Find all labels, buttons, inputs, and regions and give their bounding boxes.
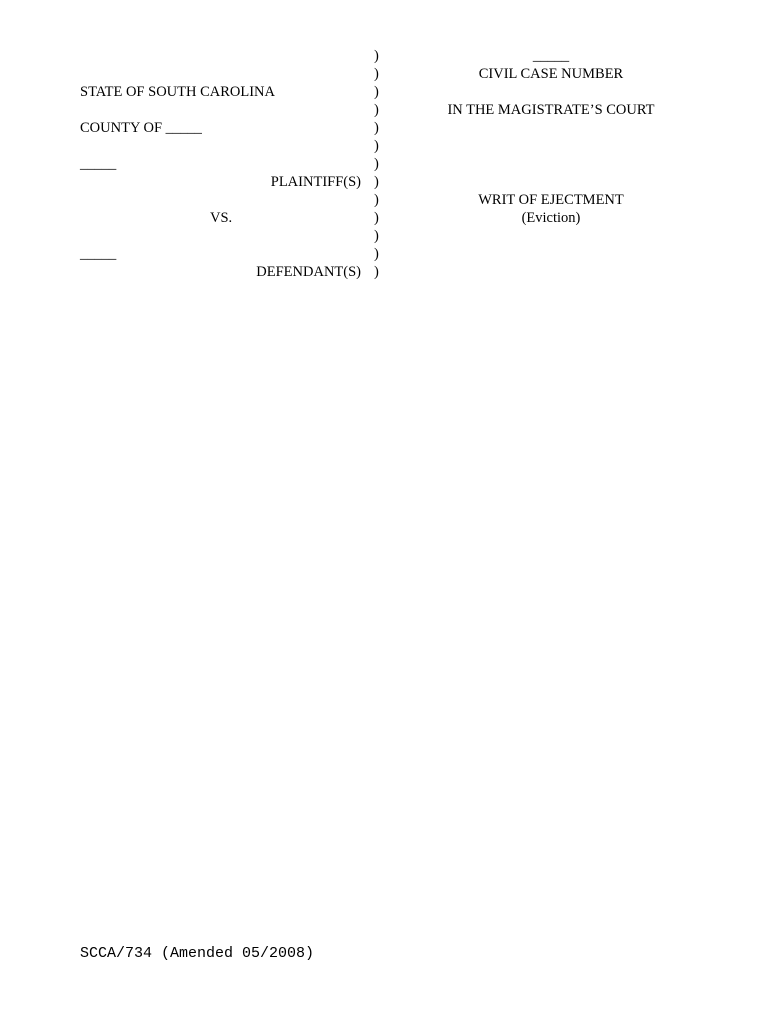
- caption-row: PLAINTIFF(S) ): [0, 173, 770, 191]
- caption-row: DEFENDANT(S) ): [0, 263, 770, 281]
- caption-row: ): [0, 137, 770, 155]
- county-field: COUNTY OF _____: [80, 120, 202, 136]
- state-label: STATE OF SOUTH CAROLINA: [80, 84, 275, 100]
- paren: ): [374, 228, 379, 244]
- paren: ): [374, 210, 379, 226]
- court-label: IN THE MAGISTRATE’S COURT: [447, 102, 655, 118]
- paren: ): [374, 246, 379, 262]
- caption-row: ) CIVIL CASE NUMBER: [0, 65, 770, 83]
- caption-row: COUNTY OF _____ ): [0, 119, 770, 137]
- versus-label: VS.: [210, 210, 233, 226]
- document-title: WRIT OF EJECTMENT: [478, 192, 624, 208]
- caption-row: ) _____: [0, 47, 770, 65]
- defendant-label: DEFENDANT(S): [256, 264, 361, 280]
- caption-row: STATE OF SOUTH CAROLINA ): [0, 83, 770, 101]
- paren: ): [374, 192, 379, 208]
- paren: ): [374, 120, 379, 136]
- case-number-blank: _____: [532, 48, 570, 64]
- paren: ): [374, 264, 379, 280]
- caption-row: _____ ): [0, 245, 770, 263]
- paren: ): [374, 102, 379, 118]
- paren: ): [374, 156, 379, 172]
- caption-row: ) WRIT OF EJECTMENT: [0, 191, 770, 209]
- paren: ): [374, 138, 379, 154]
- defendant-blank: _____: [80, 246, 117, 262]
- form-id-footer: SCCA/734 (Amended 05/2008): [80, 945, 315, 962]
- paren: ): [374, 66, 379, 82]
- paren: ): [374, 48, 379, 64]
- paren: ): [374, 84, 379, 100]
- plaintiff-label: PLAINTIFF(S): [270, 174, 361, 190]
- paren: ): [374, 174, 379, 190]
- caption-row: _____ ): [0, 155, 770, 173]
- plaintiff-blank: _____: [80, 156, 117, 172]
- civil-case-number-label: CIVIL CASE NUMBER: [478, 66, 624, 82]
- document-subtitle: (Eviction): [521, 210, 581, 226]
- caption-row: ) IN THE MAGISTRATE’S COURT: [0, 101, 770, 119]
- caption-row: VS. ) (Eviction): [0, 209, 770, 227]
- caption-row: ): [0, 227, 770, 245]
